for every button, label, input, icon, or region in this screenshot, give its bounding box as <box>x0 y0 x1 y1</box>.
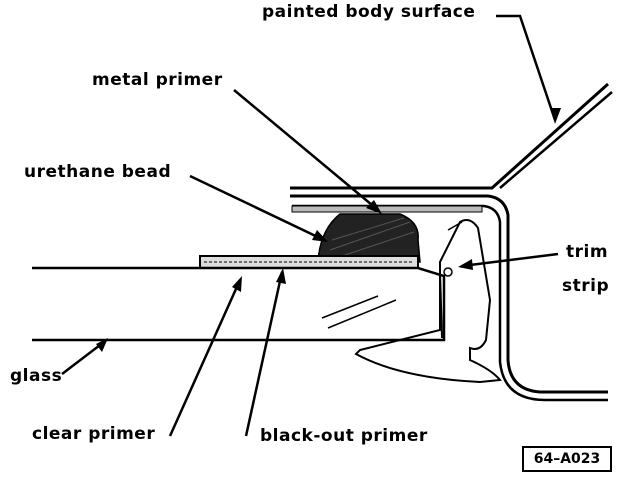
arrowhead-black-out-primer <box>276 268 286 284</box>
arrowhead-urethane-bead <box>312 230 328 242</box>
leader-glass <box>61 341 105 375</box>
label-glass: glass <box>10 366 63 386</box>
arrowhead-painted-body <box>550 108 561 124</box>
label-painted-body-surface: painted body surface <box>262 2 476 22</box>
trim-strip <box>354 219 502 384</box>
label-clear-primer: clear primer <box>32 424 156 444</box>
label-urethane-bead: urethane bead <box>24 162 172 182</box>
glass-reflection-2 <box>327 299 397 329</box>
label-strip: strip <box>562 276 610 296</box>
metal-primer-layer <box>291 205 483 213</box>
leader-clear-primer <box>168 279 242 437</box>
arrowhead-clear-primer <box>232 276 242 292</box>
glass-pane <box>32 266 446 342</box>
arrowhead-glass <box>96 338 108 352</box>
leader-urethane-bead <box>189 174 325 242</box>
body-panel-inner-2 <box>292 204 608 402</box>
arrowhead-metal-primer <box>366 200 382 214</box>
body-panel-upper-line <box>499 91 613 189</box>
glass-reflection-1 <box>321 295 379 319</box>
body-panel-inner <box>290 194 608 394</box>
trim-strip-clip <box>443 267 453 277</box>
label-black-out-primer: black-out primer <box>260 426 428 446</box>
label-trim: trim <box>566 242 609 262</box>
leader-metal-primer <box>233 89 379 211</box>
urethane-bead <box>317 213 421 263</box>
leader-black-out-primer <box>244 271 284 437</box>
arrowhead-trim-strip <box>458 259 473 270</box>
leader-trim-strip <box>461 252 559 268</box>
label-metal-primer: metal primer <box>92 70 223 90</box>
figure-code: 64–A023 <box>522 446 612 472</box>
leader-painted-body <box>496 14 557 121</box>
body-panel-outer <box>290 82 610 190</box>
glass-edge <box>439 271 443 339</box>
